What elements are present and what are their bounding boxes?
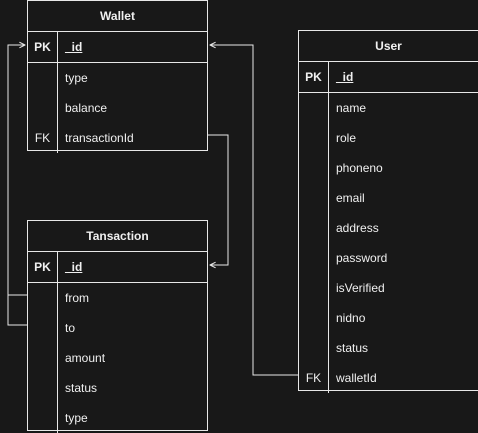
field-name: type [65, 411, 88, 425]
wallet-row-id[interactable]: PK _id [28, 32, 207, 63]
key-label [28, 63, 58, 93]
field-name: walletId [336, 371, 377, 385]
field-name: from [65, 291, 89, 305]
field-name: balance [65, 101, 108, 115]
field-name: isVerified [336, 281, 385, 295]
field-name: _id [65, 40, 83, 54]
field-name: name [336, 101, 367, 115]
transaction-row-to[interactable]: to [28, 313, 207, 343]
field-name: transactionId [65, 131, 134, 145]
field-name: _id [336, 70, 354, 84]
connector-wallet-transactionid-to-transaction-id [208, 134, 229, 265]
user-row-nidno[interactable]: nidno [299, 303, 478, 333]
user-row-walletid[interactable]: FK walletId [299, 363, 478, 393]
key-label [28, 403, 58, 433]
pk-label: PK [299, 62, 329, 92]
field-name: status [336, 341, 369, 355]
field-name: amount [65, 351, 106, 365]
user-title: User [299, 31, 478, 62]
wallet-title: Wallet [28, 1, 207, 32]
key-label [299, 243, 329, 273]
user-row-role[interactable]: role [299, 123, 478, 153]
pk-label: PK [28, 32, 58, 62]
key-label [299, 213, 329, 243]
field-name: password [336, 251, 388, 265]
transaction-row-id[interactable]: PK _id [28, 252, 207, 283]
connector-user-walletid-to-wallet-id [210, 45, 298, 376]
field-name: role [336, 131, 357, 145]
transaction-row-status[interactable]: status [28, 373, 207, 403]
key-label [299, 183, 329, 213]
field-name: phoneno [336, 161, 383, 175]
field-name: to [65, 321, 76, 335]
connector-transaction-to-to-wallet-id [7, 45, 27, 326]
user-row-name[interactable]: name [299, 93, 478, 123]
field-name: nidno [336, 311, 366, 325]
user-row-isverified[interactable]: isVerified [299, 273, 478, 303]
user-row-id[interactable]: PK _id [299, 62, 478, 93]
transaction-entity[interactable]: Tansaction PK _id from to amount status … [27, 220, 208, 433]
transaction-row-from[interactable]: from [28, 283, 207, 313]
user-row-phoneno[interactable]: phoneno [299, 153, 478, 183]
wallet-entity[interactable]: Wallet PK _id type balance FK transactio… [27, 0, 208, 153]
key-label [28, 373, 58, 403]
key-label [299, 273, 329, 303]
connector-transaction-from-to-wallet-id [7, 45, 27, 296]
user-row-email[interactable]: email [299, 183, 478, 213]
key-label [28, 313, 58, 343]
fk-label: FK [299, 363, 329, 393]
fk-label: FK [28, 123, 58, 153]
field-name: _id [65, 260, 83, 274]
transaction-row-amount[interactable]: amount [28, 343, 207, 373]
transaction-title: Tansaction [28, 221, 207, 252]
key-label [299, 123, 329, 153]
user-row-address[interactable]: address [299, 213, 478, 243]
key-label [28, 283, 58, 313]
key-label [299, 333, 329, 363]
field-name: type [65, 71, 88, 85]
wallet-row-balance[interactable]: balance [28, 93, 207, 123]
wallet-row-transactionid[interactable]: FK transactionId [28, 123, 207, 153]
key-label [299, 303, 329, 333]
key-label [28, 343, 58, 373]
field-name: email [336, 191, 365, 205]
key-label [299, 93, 329, 123]
transaction-row-type[interactable]: type [28, 403, 207, 433]
field-name: address [336, 221, 379, 235]
field-name: status [65, 381, 98, 395]
user-row-password[interactable]: password [299, 243, 478, 273]
user-row-status[interactable]: status [299, 333, 478, 363]
pk-label: PK [28, 252, 58, 282]
key-label [299, 153, 329, 183]
user-entity[interactable]: User PK _id name role phoneno email addr… [298, 30, 478, 393]
key-label [28, 93, 58, 123]
wallet-row-type[interactable]: type [28, 63, 207, 93]
